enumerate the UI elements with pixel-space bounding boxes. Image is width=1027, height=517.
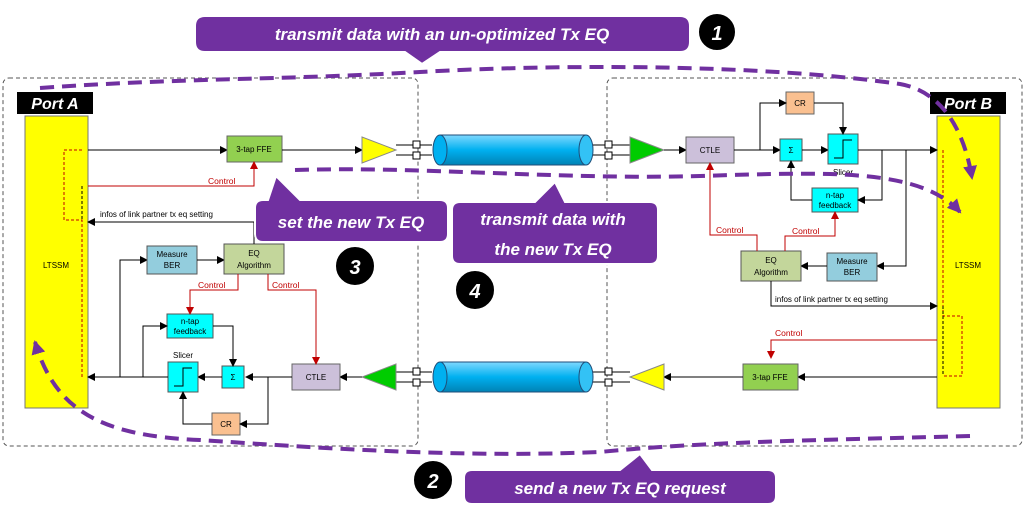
port-b-slicer-label: Slicer: [833, 168, 853, 177]
port-a-eq-line1: EQ: [248, 249, 260, 258]
note-step2-text: send a new Tx EQ request: [514, 479, 727, 498]
port-a-tx-driver: [361, 136, 398, 164]
note-step1-text: transmit data with an un-optimized Tx EQ: [275, 25, 609, 44]
port-b-infos-label: infos of link partner tx eq setting: [775, 295, 888, 304]
note-step4-bubble: [451, 180, 659, 265]
port-a-ltssm: [24, 115, 89, 409]
port-b-ntap-line2: feedback: [819, 201, 852, 210]
note-step4-line1: transmit data with: [480, 210, 625, 229]
note-step1-bubble: [194, 15, 691, 66]
port-a-ntap-control-label: Control: [198, 280, 226, 290]
port-b-ntap-line1: n-tap: [826, 191, 845, 200]
port-a-ltssm-label: LTSSM: [43, 261, 69, 270]
port-b-measure-ber: [826, 252, 878, 282]
port-b-summer-label: Σ: [789, 146, 794, 155]
step-2-badge: [412, 459, 454, 501]
port-b-eq-line1: EQ: [765, 256, 777, 265]
port-a-ntap-line2: feedback: [174, 327, 207, 336]
top-channel-cable: [432, 134, 594, 166]
port-b-measure-line1: Measure: [836, 257, 868, 266]
step-4-badge: [454, 269, 496, 311]
note-step3-bubble: [254, 174, 449, 243]
port-a-infos-label: infos of link partner tx eq setting: [100, 210, 213, 219]
port-a-slicer-label: Slicer: [173, 351, 193, 360]
port-b-eq-line2: Algorithm: [754, 268, 788, 277]
port-a-ctle-label: CTLE: [306, 373, 326, 382]
port-a-eq-line2: Algorithm: [237, 261, 271, 270]
port-b-3tap-ffe-label: 3-tap FFE: [752, 373, 788, 382]
port-b-ntap-control-label: Control: [792, 226, 820, 236]
port-a-rx-amplifier: [360, 363, 397, 391]
port-a-measure-line1: Measure: [156, 250, 188, 259]
flow-arrow-step2: [31, 340, 971, 456]
port-b-label: Port B: [944, 96, 992, 113]
port-a-measure-ber: [146, 245, 198, 275]
port-a-boundary: [2, 77, 419, 447]
port-b-cr-label: CR: [794, 99, 806, 108]
step-4-number: 4: [468, 281, 480, 303]
port-a-label-bg: [17, 92, 93, 114]
bottom-channel-cable: [432, 361, 594, 393]
port-a-3tap-ffe-label: 3-tap FFE: [236, 145, 272, 154]
step-1-number: 1: [711, 23, 722, 45]
note-step3-text: set the new Tx EQ: [278, 213, 424, 232]
port-a-measure-line2: BER: [164, 261, 181, 270]
note-step2-bubble: [463, 452, 777, 505]
port-b-label-bg: [930, 92, 1006, 114]
step-3-badge: [334, 245, 376, 287]
step-1-badge: [697, 12, 737, 52]
port-a-eq-algorithm: [223, 243, 285, 275]
flow-arrow-step1: [39, 65, 977, 180]
port-a-label: Port A: [31, 96, 78, 113]
port-a-ctle-control-label: Control: [272, 280, 300, 290]
port-b-rx-amplifier: [629, 136, 666, 164]
port-a-cr-label: CR: [220, 420, 232, 429]
port-a-ffe-control-label: Control: [208, 176, 236, 186]
port-b-tx-driver: [628, 363, 665, 391]
flow-arrow-step4: [294, 167, 962, 214]
port-b-3tap-ffe: [742, 363, 799, 391]
port-a-summer-label: Σ: [231, 373, 236, 382]
port-a-3tap-ffe: [226, 135, 283, 163]
port-a-ntap-line1: n-tap: [181, 317, 200, 326]
port-b-measure-line2: BER: [844, 268, 861, 277]
port-b-ffe-control-label: Control: [775, 328, 803, 338]
port-b-ctle-label: CTLE: [700, 146, 720, 155]
step-2-number: 2: [426, 471, 438, 493]
port-b-ctle-control-label: Control: [716, 225, 744, 235]
note-step4-line2: the new Tx EQ: [494, 240, 611, 259]
port-b-eq-algorithm: [740, 250, 802, 282]
step-3-number: 3: [349, 257, 360, 279]
port-b-ltssm-label: LTSSM: [955, 261, 981, 270]
